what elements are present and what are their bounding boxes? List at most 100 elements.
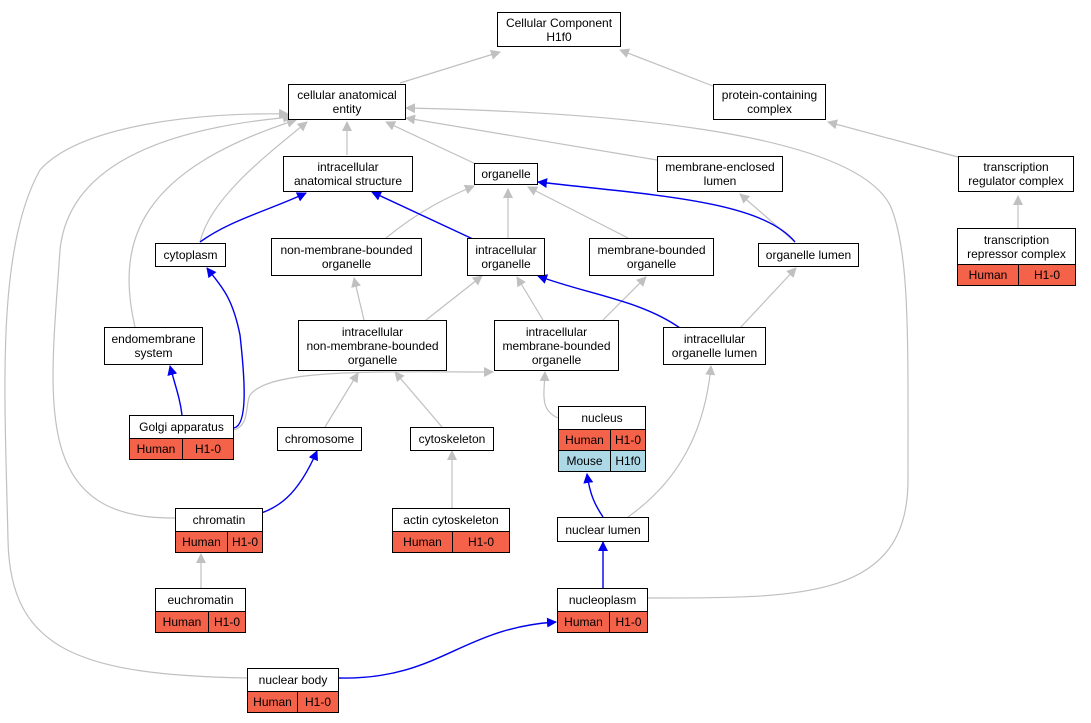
gene-cell: H1-0 (227, 532, 262, 552)
node-nucleus[interactable]: nucleus Human H1-0 Mouse H1f0 (558, 406, 646, 472)
node-label: membrane-bounded (502, 338, 611, 353)
edge-trc-to-pcc (827, 119, 959, 158)
node-cytoplasm[interactable]: cytoplasm (155, 243, 226, 267)
node-organelle[interactable]: organelle (474, 163, 538, 185)
species-cell: Human (156, 612, 208, 632)
edge-golgi-to-endomembrane (167, 365, 183, 416)
edge-nuclearbody-to-cae (4, 108, 289, 679)
node-label: chromatin (192, 513, 246, 527)
annotation-row: Human H1-0 (958, 264, 1075, 285)
edge-inmbo-to-nmbo (351, 277, 365, 321)
edge-nuclearlumen-to-iol (627, 365, 716, 518)
node-label: actin cytoskeleton (403, 513, 499, 527)
node-label: intracellular (475, 243, 537, 257)
node-chromatin[interactable]: chromatin Human H1-0 (175, 508, 263, 553)
edge-mbo-to-organelle (527, 186, 629, 239)
species-cell: Human (176, 532, 227, 552)
node-label: nuclear body (258, 673, 328, 687)
node-label: organelle lumen (671, 346, 758, 360)
node-nuclear-body[interactable]: nuclear body Human H1-0 (247, 668, 339, 713)
node-label: regulator complex (968, 174, 1064, 188)
node-nuclear-lumen[interactable]: nuclear lumen (557, 517, 649, 542)
node-cytoskeleton[interactable]: cytoskeleton (410, 427, 494, 451)
node-label: organelle (481, 257, 531, 271)
edge-mel-to-cae (405, 114, 658, 161)
node-organelle-lumen[interactable]: organelle lumen (758, 243, 859, 267)
annotation-row: Human H1-0 (176, 531, 262, 552)
edge-nuclearlumen-to-nucleus (583, 473, 604, 518)
edge-golgi-to-cytoplasm (206, 267, 245, 429)
species-cell: Human (558, 612, 609, 632)
edge-nucleoplasm-to-cae (405, 103, 909, 599)
gene-cell: H1-0 (182, 439, 233, 459)
node-label: complex (747, 102, 792, 116)
edge-nucleus-to-imbo (539, 371, 559, 419)
edge-ol-to-organelle (537, 178, 796, 243)
edge-chromatin-to-cae (52, 112, 293, 519)
node-nucleoplasm[interactable]: nucleoplasm Human H1-0 (557, 588, 648, 633)
species-cell: Human (393, 532, 452, 552)
node-label: non-membrane-bounded (280, 243, 413, 257)
node-label: intracellular (683, 332, 746, 346)
node-label: organelle lumen (765, 248, 852, 262)
node-golgi-apparatus[interactable]: Golgi apparatus Human H1-0 (129, 415, 234, 460)
node-label: H1f0 (546, 29, 572, 44)
node-label: membrane-enclosed (665, 160, 775, 174)
edge-nuclearbody-to-nucleoplasm (338, 617, 557, 679)
node-label: anatomical structure (293, 174, 403, 188)
node-label: nucleoplasm (568, 593, 637, 607)
node-label: organelle (531, 352, 582, 367)
node-euchromatin[interactable]: euchromatin Human H1-0 (155, 588, 246, 633)
gene-cell: H1-0 (1018, 265, 1075, 285)
species-cell: Mouse (559, 451, 610, 471)
node-label: transcription (983, 232, 1050, 247)
node-actin-cytoskeleton[interactable]: actin cytoskeleton Human H1-0 (392, 508, 510, 553)
node-label: Golgi apparatus (139, 420, 224, 434)
node-label: intracellular (317, 160, 379, 174)
edge-nmbo-to-organelle (385, 184, 475, 239)
node-label: intracellular (341, 324, 404, 339)
species-cell: Human (559, 430, 610, 450)
edge-iol-to-ol (739, 267, 797, 329)
node-label: cytoplasm (163, 248, 218, 262)
node-label: organelle (481, 167, 531, 181)
edge-io-to-ias (371, 191, 476, 241)
node-label: organelle (347, 352, 398, 367)
annotation-row: Human H1-0 (558, 611, 647, 632)
node-label: nuclear lumen (565, 522, 641, 537)
edge-cytoskeleton-to-inmbo (394, 371, 443, 428)
edge-iol-to-io (537, 274, 681, 329)
node-label: intracellular (525, 324, 588, 339)
edge-inmbo-to-io (425, 275, 483, 321)
annotation-row: Human H1-0 (559, 429, 645, 450)
annotation-row: Mouse H1f0 (559, 450, 645, 471)
annotation-row: Human H1-0 (393, 531, 509, 552)
node-label: organelle (321, 257, 372, 271)
edge-chromosome-to-inmbo (324, 372, 359, 428)
node-label: cellular anatomical (297, 88, 397, 102)
node-chromosome[interactable]: chromosome (277, 427, 362, 451)
node-label: endomembrane (111, 332, 196, 346)
node-label: protein-containing (721, 88, 818, 102)
edge-imbo-to-mbo (602, 276, 647, 321)
node-label: repressor complex (967, 246, 1066, 261)
node-label: cytoskeleton (418, 432, 486, 446)
species-cell: Human (958, 265, 1018, 285)
node-label: entity (332, 102, 362, 116)
species-cell: Human (130, 439, 182, 459)
